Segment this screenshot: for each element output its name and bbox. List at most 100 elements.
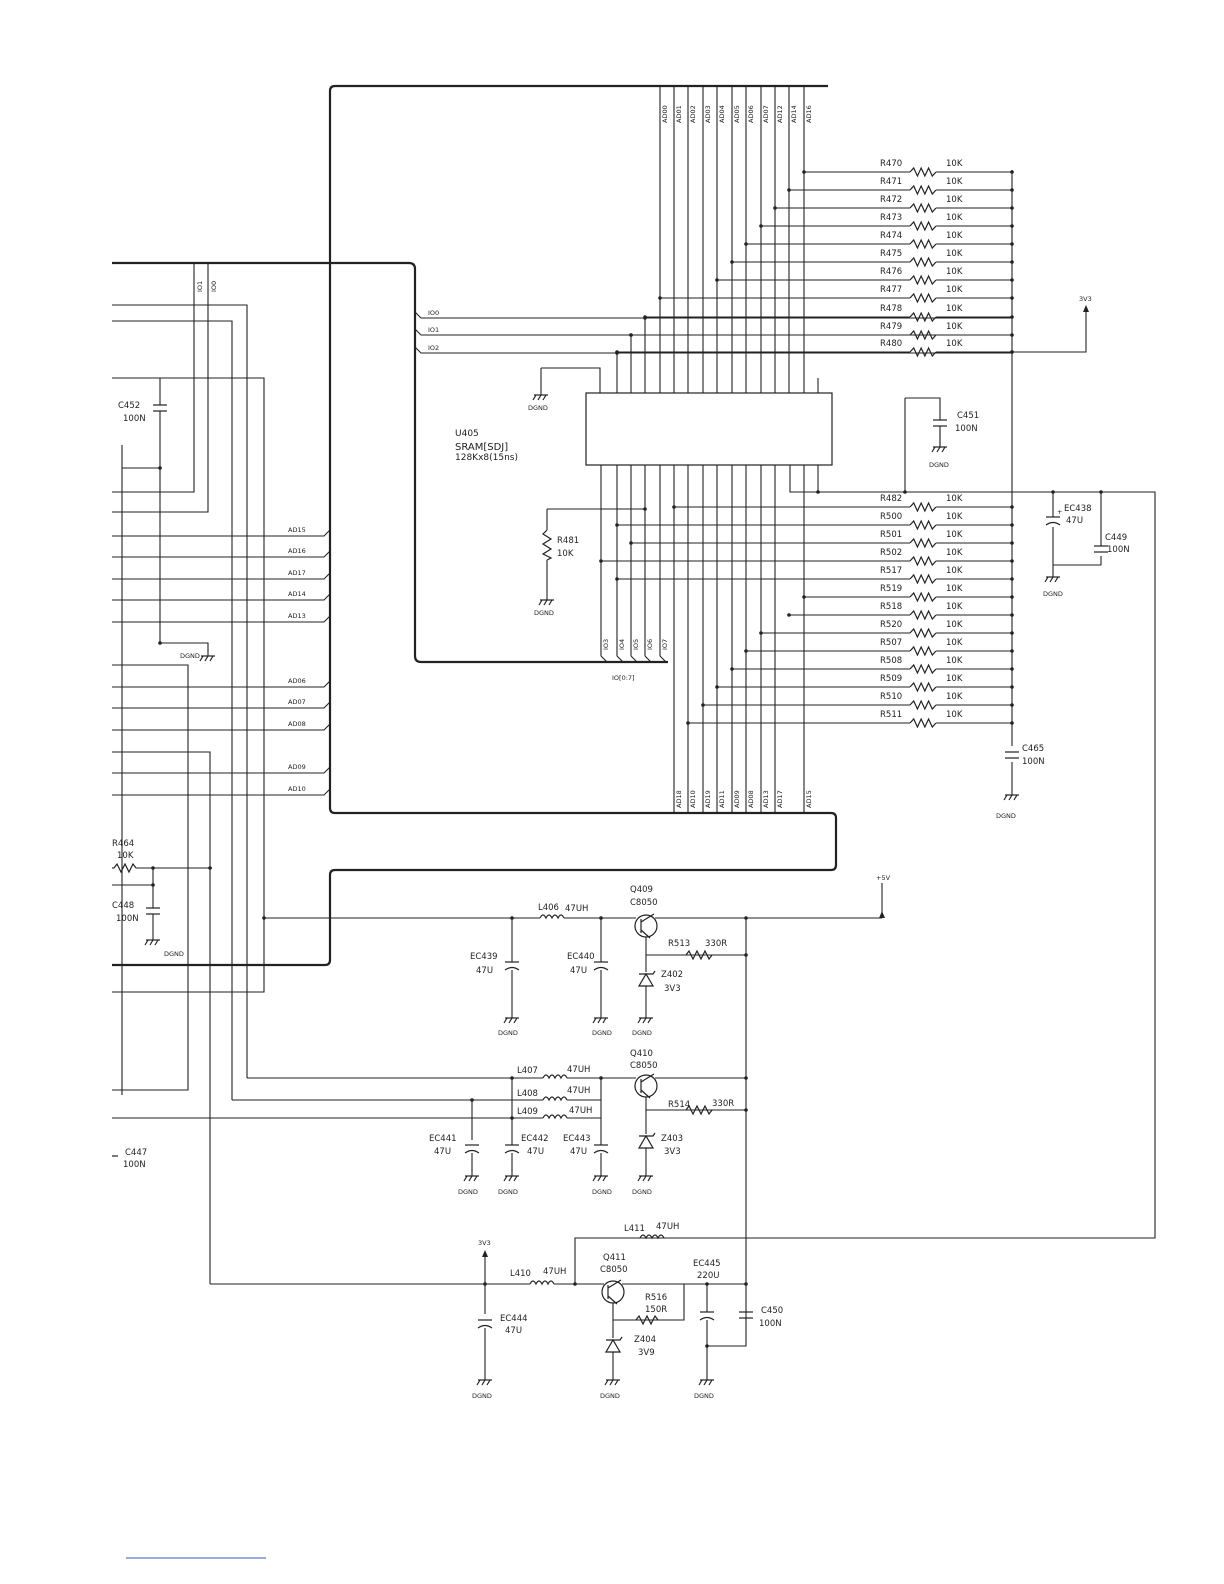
svg-text:DGND: DGND xyxy=(592,1188,612,1196)
c449: C449 100N xyxy=(1094,533,1130,555)
resistor-symbol xyxy=(909,292,937,304)
resistor-ref: R501 xyxy=(880,530,902,540)
bottom-address-label: AD09 xyxy=(733,790,741,808)
resistor-value: 10K xyxy=(946,692,963,702)
dgnd-left: DGND xyxy=(180,652,200,660)
resistor-ref: R519 xyxy=(880,584,902,594)
ground-tick xyxy=(476,1379,481,1386)
svg-text:10K: 10K xyxy=(117,851,134,861)
resistor-ref: R509 xyxy=(880,674,902,684)
resistor-value: 10K xyxy=(946,159,963,169)
io-bus-entry xyxy=(659,655,667,663)
top-address-label: AD00 xyxy=(661,105,669,123)
ground-tick xyxy=(1003,794,1008,801)
ground-tick xyxy=(637,1175,642,1182)
left-bus-wire xyxy=(112,701,331,709)
junction-dots xyxy=(643,350,1103,511)
io-bottom-label: IO4 xyxy=(618,639,626,650)
ground-tick xyxy=(149,939,154,946)
c451: C451 100N xyxy=(933,411,979,447)
junction-dot xyxy=(643,315,647,319)
svg-text:220U: 220U xyxy=(697,1271,719,1281)
ground-symbols: DGND DGND DGND DGND DGND xyxy=(144,394,1063,1386)
ground-tick xyxy=(463,1175,468,1182)
junction-dot xyxy=(686,721,690,725)
resistor-symbol xyxy=(909,609,937,621)
dgnd-label: DGND xyxy=(929,461,949,469)
svg-text:DGND: DGND xyxy=(472,1392,492,1400)
sram-u405: U405 SRAM[SDJ] 128Kx8(15ns) IO[0:7] xyxy=(455,392,833,682)
junction-dot xyxy=(715,278,719,282)
resistor-value: 10K xyxy=(946,267,963,277)
junction-dot xyxy=(730,260,734,264)
sram-ref: U405 xyxy=(455,429,479,439)
ground-tick xyxy=(513,1175,518,1182)
left-bus-wire xyxy=(112,680,331,688)
top-address-label: AD07 xyxy=(762,105,770,123)
resistor-symbol xyxy=(909,202,937,214)
svg-text:C452: C452 xyxy=(118,401,140,411)
junction-dot xyxy=(672,505,676,509)
svg-text:47UH: 47UH xyxy=(567,1065,590,1075)
ground-tick xyxy=(592,1017,597,1024)
svg-text:L409: L409 xyxy=(517,1107,538,1117)
junction-dot xyxy=(744,242,748,246)
svg-text:DGND: DGND xyxy=(694,1392,714,1400)
resistor-ref: R507 xyxy=(880,638,902,648)
ground-tick xyxy=(703,1379,708,1386)
svg-text:100N: 100N xyxy=(123,1160,146,1170)
resistor-ref: R511 xyxy=(880,710,902,720)
svg-text:Z402: Z402 xyxy=(661,970,683,980)
resistor-value: 10K xyxy=(946,195,963,205)
top-address-label: AD04 xyxy=(718,105,726,123)
ground-tick xyxy=(647,1175,652,1182)
io-bottom-label: IO6 xyxy=(646,639,654,650)
r481: R481 10K xyxy=(541,529,579,561)
resistor-ref: R480 xyxy=(880,339,902,349)
svg-text:100N: 100N xyxy=(955,424,978,434)
ground-tick xyxy=(508,1017,513,1024)
io-bus-label: IO[0:7] xyxy=(612,674,635,682)
resistor-symbol xyxy=(909,699,937,711)
dgnd-label: DGND xyxy=(996,812,1016,820)
svg-text:100N: 100N xyxy=(759,1319,782,1329)
svg-text:C447: C447 xyxy=(125,1148,147,1158)
svg-text:Q411: Q411 xyxy=(603,1253,626,1263)
ground-tick xyxy=(708,1379,713,1386)
ground-tick xyxy=(144,939,149,946)
svg-text:Z404: Z404 xyxy=(634,1335,656,1345)
left-bus-label: AD14 xyxy=(288,590,306,598)
junction-dot xyxy=(730,667,734,671)
bottom-address-label: AD08 xyxy=(747,790,755,808)
ground-tick xyxy=(537,394,542,401)
ground-tick xyxy=(548,599,553,606)
bus-outlines xyxy=(112,84,838,967)
rail-3v3-top: 3V3 xyxy=(1079,295,1092,312)
svg-text:47U: 47U xyxy=(1066,516,1083,526)
resistor-ref: R482 xyxy=(880,494,902,504)
svg-text:47UH: 47UH xyxy=(656,1222,679,1232)
svg-text:47UH: 47UH xyxy=(569,1106,592,1116)
svg-text:L411: L411 xyxy=(624,1224,645,1234)
svg-text:47U: 47U xyxy=(570,966,587,976)
resistor-ref: R477 xyxy=(880,285,902,295)
resistor-ref: R473 xyxy=(880,213,902,223)
resistor-ref: R518 xyxy=(880,602,902,612)
ground-tick xyxy=(698,1379,703,1386)
junction-dot xyxy=(629,541,633,545)
resistor-symbol xyxy=(909,329,937,341)
svg-text:150R: 150R xyxy=(645,1305,667,1315)
svg-text:100N: 100N xyxy=(1107,545,1130,555)
ground-tick xyxy=(642,1017,647,1024)
resistor-value: 10K xyxy=(946,512,963,522)
resistor-ref: R508 xyxy=(880,656,902,666)
svg-text:R513: R513 xyxy=(668,939,690,949)
top-address-label: AD02 xyxy=(689,105,697,123)
svg-text:DGND: DGND xyxy=(458,1188,478,1196)
svg-text:10K: 10K xyxy=(557,549,574,559)
resistor-symbol xyxy=(909,184,937,196)
ground-tick xyxy=(602,1017,607,1024)
